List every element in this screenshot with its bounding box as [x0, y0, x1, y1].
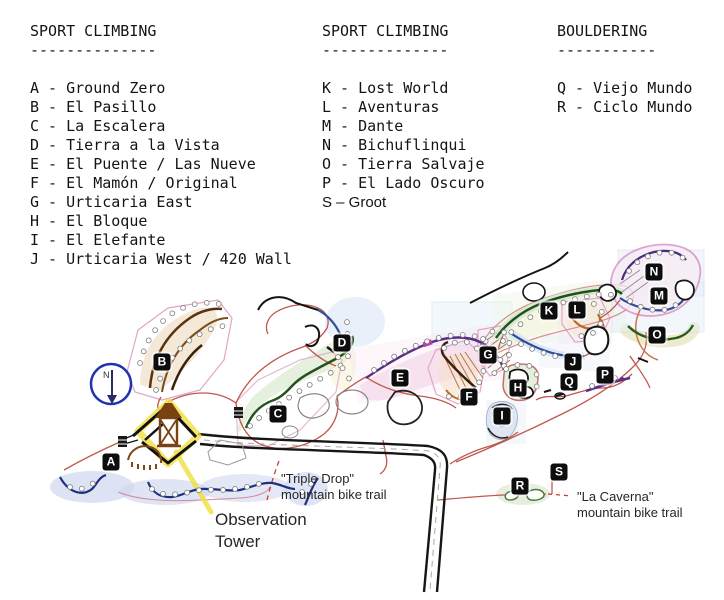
triple-drop-label-line1: "Triple Drop"	[281, 471, 355, 486]
legend-item-s: S – Groot	[322, 194, 387, 211]
streams	[257, 251, 649, 363]
legend-column-1: SPORT CLIMBING -------------- A - Ground…	[30, 22, 292, 269]
stream-boulder	[522, 282, 546, 302]
ladder-icon-2	[234, 407, 243, 418]
legend-item-g: G - Urticaria East	[30, 193, 193, 211]
legend-item-h: H - El Bloque	[30, 212, 148, 230]
observation-tower-label-line1: Observation	[215, 510, 307, 529]
triple-drop-label-line2: mountain bike trail	[281, 487, 387, 502]
legend-underline-2: --------------	[322, 41, 449, 59]
legend-item-a: A - Ground Zero	[30, 79, 166, 97]
legend-item-i: I - El Elefante	[30, 231, 166, 249]
legend-item-k: K - Lost World	[322, 79, 449, 97]
legend-title-1: SPORT CLIMBING	[30, 22, 157, 40]
legend-item-b: B - El Pasillo	[30, 98, 157, 116]
legend-item-l: L - Aventuras	[322, 98, 440, 116]
crag-o	[627, 324, 695, 341]
legend-list-2: K - Lost World L - Aventuras M - Dante N…	[322, 79, 485, 212]
la-caverna-label: "La Caverna" mountain bike trail	[577, 489, 683, 521]
legend-underline-3: -----------	[557, 41, 657, 59]
north-arrow-label: N	[103, 370, 110, 380]
triple-drop-label: "Triple Drop" mountain bike trail	[281, 471, 387, 503]
legend-title-2: SPORT CLIMBING	[322, 22, 449, 40]
legend-item-r: R - Ciclo Mundo	[557, 98, 693, 116]
la-caverna-label-line2: mountain bike trail	[577, 505, 683, 520]
la-caverna-label-line1: "La Caverna"	[577, 489, 654, 504]
road	[123, 432, 449, 593]
legend-list-3: Q - Viejo Mundo R - Ciclo Mundo	[557, 79, 692, 117]
legend-item-c: C - La Escalera	[30, 117, 166, 135]
crag-p	[585, 376, 631, 393]
crag-a-comb	[127, 445, 163, 470]
legend-list-1: A - Ground Zero B - El Pasillo C - La Es…	[30, 79, 292, 269]
legend-item-q: Q - Viejo Mundo	[557, 79, 693, 97]
legend-item-o: O - Tierra Salvaje	[322, 155, 485, 173]
ladder-icon-1	[118, 436, 127, 447]
tower-icon	[155, 403, 182, 448]
legend-item-f: F - El Mamón / Original	[30, 174, 238, 192]
observation-tower-label-line2: Tower	[215, 532, 261, 551]
boulders	[207, 279, 695, 501]
ladder-icons	[118, 407, 243, 447]
legend-item-p: P - El Lado Oscuro	[322, 174, 485, 192]
crag-f	[440, 340, 484, 402]
legend-item-j: J - Urticaria West / 420 Wall	[30, 250, 292, 268]
legend-item-e: E - El Puente / Las Nueve	[30, 155, 256, 173]
legend-column-2: SPORT CLIMBING -------------- K - Lost W…	[322, 22, 485, 212]
north-arrow: N	[89, 362, 133, 406]
legend-item-d: D - Tierra a la Vista	[30, 136, 220, 154]
legend-column-3: BOULDERING ----------- Q - Viejo Mundo R…	[557, 22, 692, 117]
observation-tower-label: Observation Tower	[215, 509, 307, 553]
crag-mn-hatch	[619, 269, 649, 299]
legend-item-m: M - Dante	[322, 117, 404, 135]
legend-underline-1: --------------	[30, 41, 157, 59]
tower-leader-line	[173, 449, 214, 515]
legend-title-3: BOULDERING	[557, 22, 648, 40]
legend-item-n: N - Bichuflinqui	[322, 136, 467, 154]
